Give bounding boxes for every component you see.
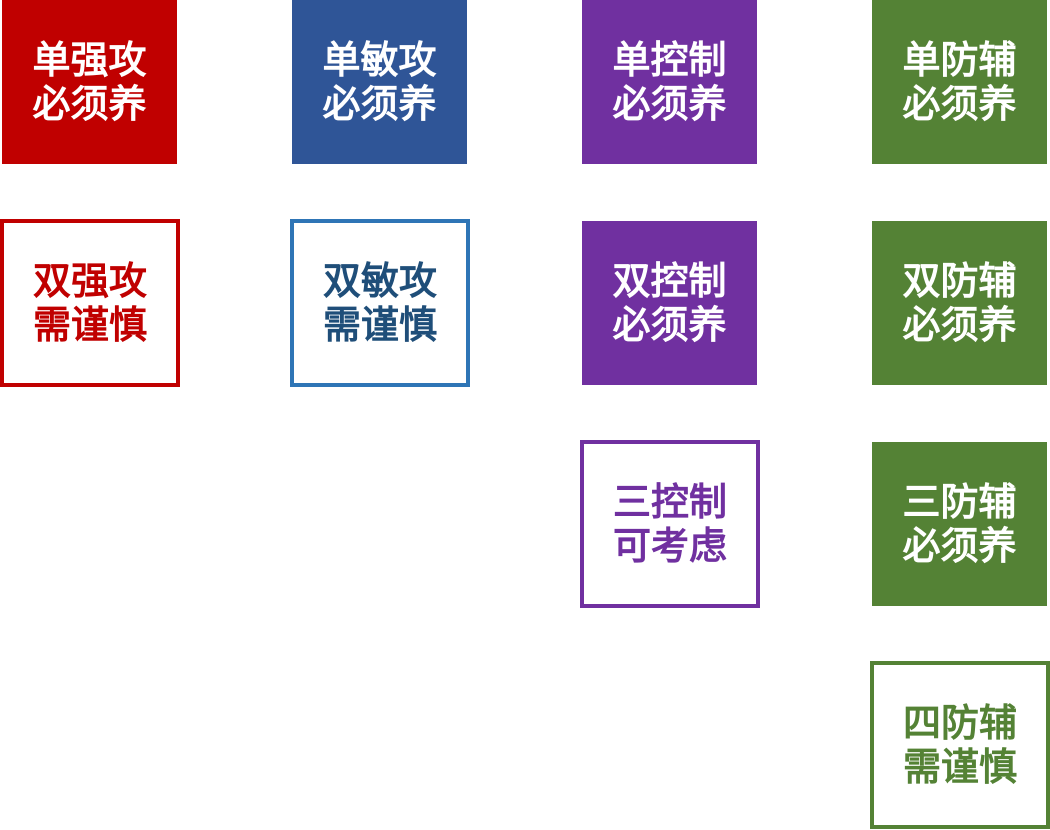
tile-advice: 必须养 [612,302,727,347]
tile-title: 四防辅 [902,700,1017,745]
tile-title: 单敏攻 [322,37,437,82]
tile-advice: 必须养 [612,81,727,126]
tile-quad-defense-support: 四防辅 需谨慎 [870,661,1050,829]
tile-single-control: 单控制 必须养 [582,0,757,164]
tile-advice: 需谨慎 [902,744,1017,789]
tile-advice: 必须养 [32,81,147,126]
tile-single-agility-attack: 单敏攻 必须养 [292,0,467,164]
tile-advice: 需谨慎 [32,302,147,347]
tile-triple-defense-support: 三防辅 必须养 [872,442,1047,606]
tile-advice: 必须养 [322,81,437,126]
tile-title: 双控制 [612,258,727,303]
tile-double-strength-attack: 双强攻 需谨慎 [0,219,180,387]
tile-double-agility-attack: 双敏攻 需谨慎 [290,219,470,387]
tile-advice: 需谨慎 [322,302,437,347]
tile-title: 双敏攻 [322,258,437,303]
tile-double-control: 双控制 必须养 [582,221,757,385]
tile-title: 单控制 [612,37,727,82]
tile-single-strength-attack: 单强攻 必须养 [2,0,177,164]
tile-advice: 可考虑 [612,523,727,568]
tile-title: 单防辅 [902,37,1017,82]
tile-title: 单强攻 [32,37,147,82]
tile-title: 双强攻 [32,258,147,303]
tile-double-defense-support: 双防辅 必须养 [872,221,1047,385]
tile-single-defense-support: 单防辅 必须养 [872,0,1047,164]
tile-advice: 必须养 [902,302,1017,347]
tile-title: 三防辅 [902,479,1017,524]
tile-title: 三控制 [612,479,727,524]
tile-triple-control: 三控制 可考虑 [580,440,760,608]
tile-title: 双防辅 [902,258,1017,303]
tile-advice: 必须养 [902,81,1017,126]
tile-advice: 必须养 [902,523,1017,568]
